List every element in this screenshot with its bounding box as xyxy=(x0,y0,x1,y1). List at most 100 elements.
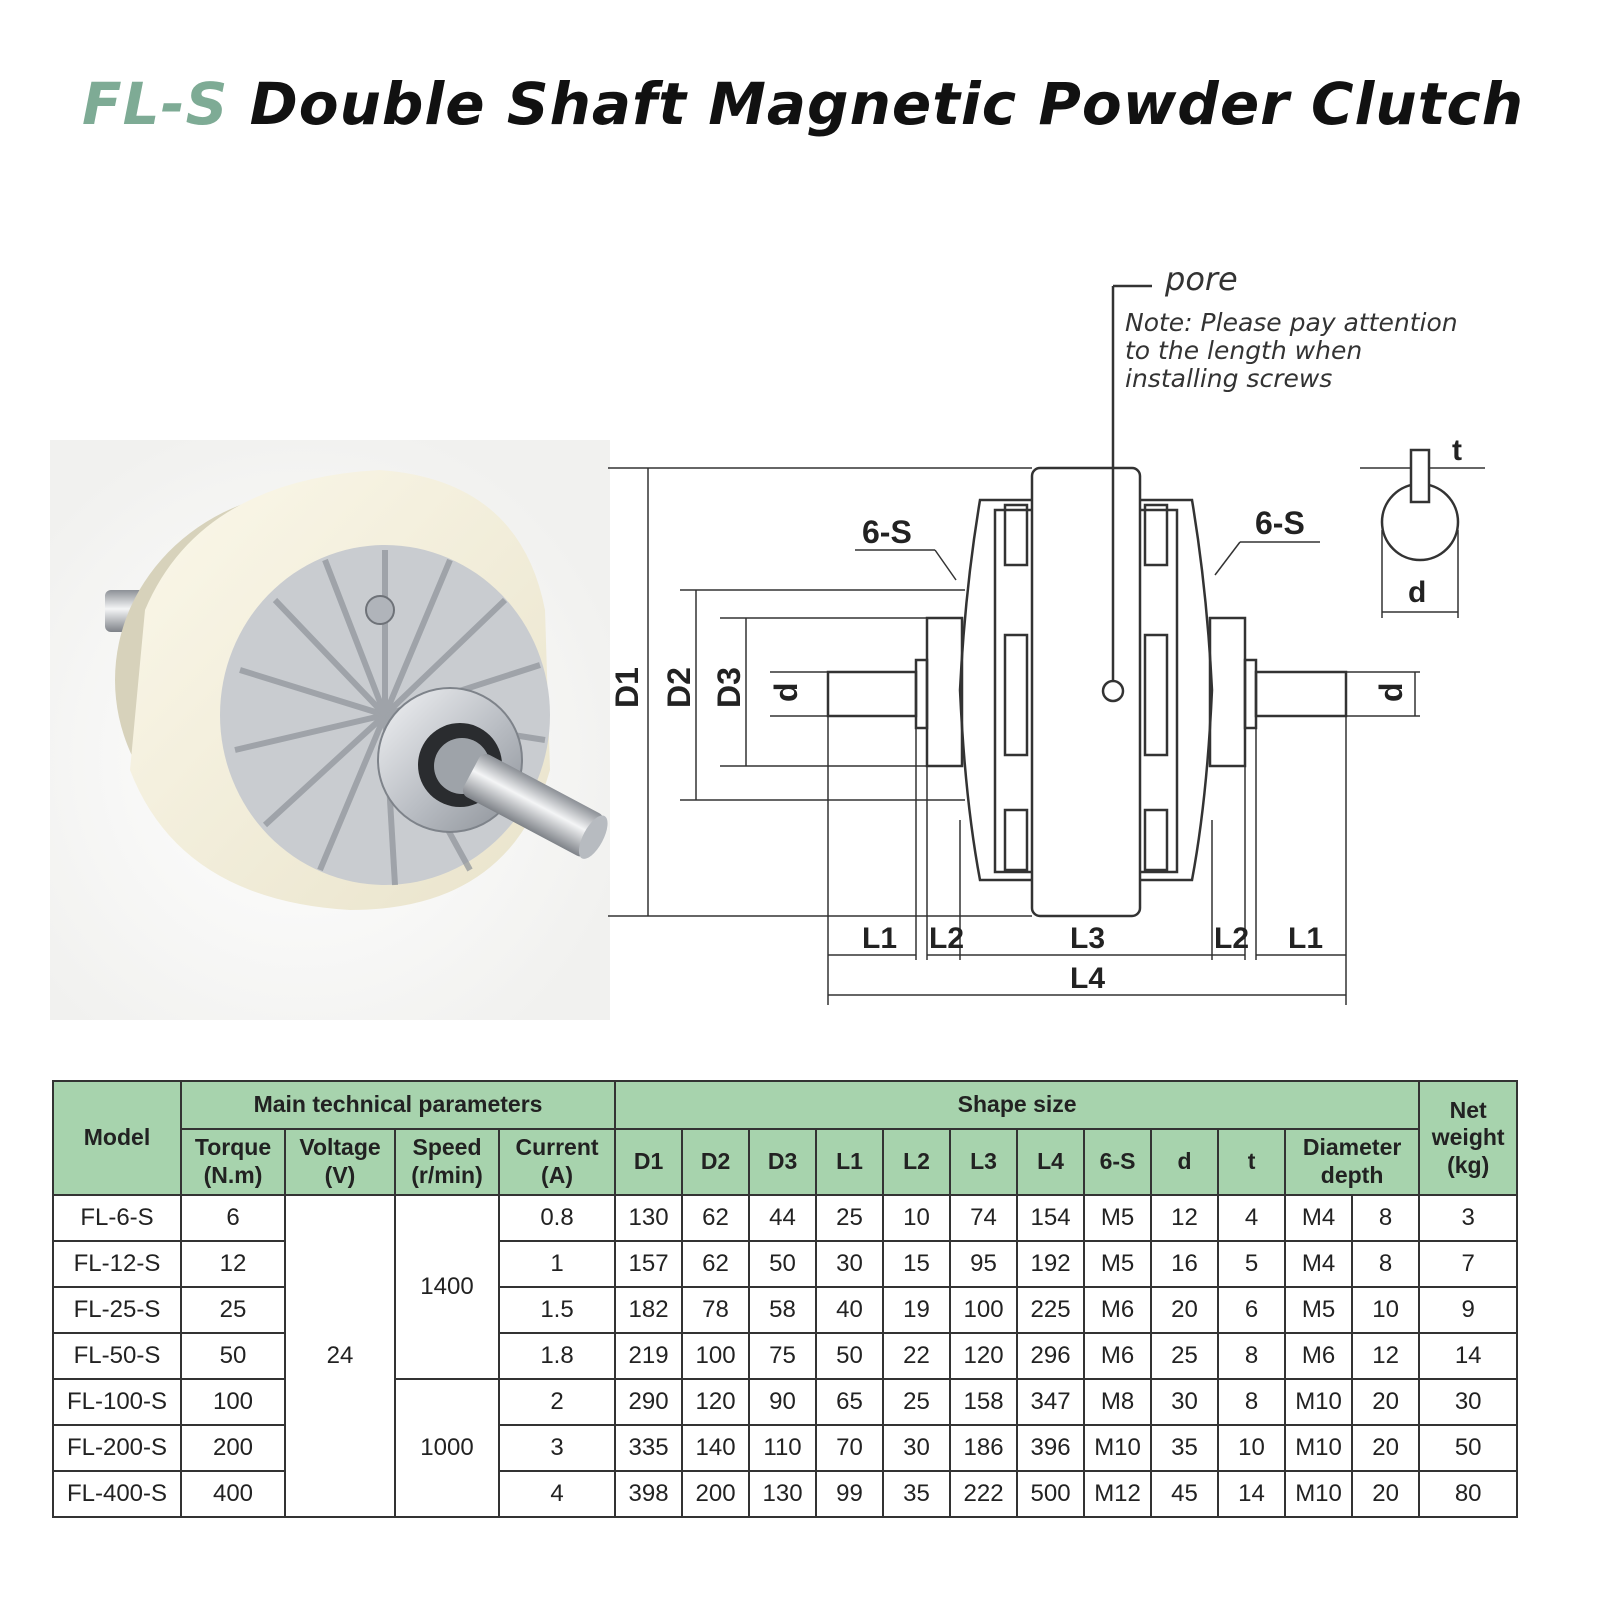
page-title: FL-S Double Shaft Magnetic Powder Clutch xyxy=(82,70,1524,138)
header-l3: L3 xyxy=(949,1128,1019,1196)
cell-torque: 100 xyxy=(180,1378,286,1426)
cell-dimension: 8 xyxy=(1217,1378,1287,1426)
cell-dimension: 74 xyxy=(949,1194,1019,1242)
cell-model: FL-12-S xyxy=(52,1240,182,1288)
cell-dimension: 222 xyxy=(949,1470,1019,1518)
header-l4: L4 xyxy=(1016,1128,1086,1196)
cell-dimension: 296 xyxy=(1016,1332,1086,1380)
cell-dimension: 70 xyxy=(815,1424,885,1472)
cell-dimension: 398 xyxy=(614,1470,684,1518)
note-line-1: Note: Please pay attention xyxy=(1125,308,1458,337)
cell-dimension: 335 xyxy=(614,1424,684,1472)
cell-dimension: 100 xyxy=(681,1332,751,1380)
cell-dimension: 50 xyxy=(748,1240,818,1288)
cell-torque: 400 xyxy=(180,1470,286,1518)
cell-dimension: 158 xyxy=(949,1378,1019,1426)
header-t: t xyxy=(1217,1128,1287,1196)
cell-model: FL-400-S xyxy=(52,1470,182,1518)
cell-depth: 10 xyxy=(1351,1286,1421,1334)
cell-dimension: 35 xyxy=(1150,1424,1220,1472)
cell-dimension: 186 xyxy=(949,1424,1019,1472)
cell-dimension: 192 xyxy=(1016,1240,1086,1288)
cell-current: 1 xyxy=(497,1240,617,1288)
label-d1: D1 xyxy=(609,667,645,708)
cell-dimension: 44 xyxy=(748,1194,818,1242)
cell-model: FL-50-S xyxy=(52,1332,182,1380)
cell-model: FL-6-S xyxy=(52,1194,182,1242)
label-l1-right: L1 xyxy=(1288,922,1323,955)
cell-dimension: 62 xyxy=(681,1194,751,1242)
cell-dimension: 219 xyxy=(614,1332,684,1380)
cell-dimension: M6 xyxy=(1083,1332,1153,1380)
cell-dimension: 6 xyxy=(1217,1286,1287,1334)
right-shaft xyxy=(1254,670,1348,718)
cell-dimension: 19 xyxy=(882,1286,952,1334)
cell-dimension: 110 xyxy=(748,1424,818,1472)
header-net-weight: Net weight (kg) xyxy=(1418,1080,1519,1196)
cell-dimension: 30 xyxy=(882,1424,952,1472)
cell-dimension: 5 xyxy=(1217,1240,1287,1288)
cell-dimension: 22 xyxy=(882,1332,952,1380)
label-key-d: d xyxy=(1408,576,1426,609)
label-l4: L4 xyxy=(1070,962,1105,995)
cell-diameter: M4 xyxy=(1284,1194,1354,1242)
cell-dimension: 65 xyxy=(815,1378,885,1426)
cell-dimension: 120 xyxy=(949,1332,1019,1380)
header-d3: D3 xyxy=(748,1128,818,1196)
cell-dimension: 10 xyxy=(882,1194,952,1242)
cell-dimension: 290 xyxy=(614,1378,684,1426)
cell-dimension: 25 xyxy=(815,1194,885,1242)
header-d: d xyxy=(1150,1128,1220,1196)
label-l1-left: L1 xyxy=(862,922,897,955)
cell-dimension: 130 xyxy=(748,1470,818,1518)
left-shaft xyxy=(826,670,918,718)
cell-dimension: M5 xyxy=(1083,1194,1153,1242)
cell-weight: 50 xyxy=(1418,1424,1519,1472)
cell-weight: 14 xyxy=(1418,1332,1519,1380)
cell-speed: 1000 xyxy=(394,1378,500,1518)
cell-dimension: 62 xyxy=(681,1240,751,1288)
cell-dimension: 347 xyxy=(1016,1378,1086,1426)
note-line-3: installing screws xyxy=(1125,364,1332,393)
key-detail xyxy=(1380,448,1460,562)
cell-dimension: 140 xyxy=(681,1424,751,1472)
cell-depth: 20 xyxy=(1351,1470,1421,1518)
cell-diameter: M4 xyxy=(1284,1240,1354,1288)
cell-dimension: M10 xyxy=(1083,1424,1153,1472)
cell-voltage: 24 xyxy=(284,1194,396,1518)
cell-diameter: M6 xyxy=(1284,1332,1354,1380)
header-speed: Speed(r/min) xyxy=(394,1128,500,1196)
header-model: Model xyxy=(52,1080,182,1196)
cell-current: 1.5 xyxy=(497,1286,617,1334)
cell-weight: 80 xyxy=(1418,1470,1519,1518)
header-current: Current(A) xyxy=(497,1128,617,1196)
header-voltage: Voltage(V) xyxy=(284,1128,396,1196)
cell-torque: 25 xyxy=(180,1286,286,1334)
label-6s-right: 6-S xyxy=(1255,505,1305,541)
title-model-prefix: FL-S xyxy=(82,70,229,138)
label-d-left: d xyxy=(768,682,804,702)
cell-dimension: 30 xyxy=(1150,1378,1220,1426)
header-main-params: Main technical parameters xyxy=(179,1080,617,1130)
header-l1: L1 xyxy=(815,1128,885,1196)
cell-dimension: 154 xyxy=(1016,1194,1086,1242)
cell-depth: 12 xyxy=(1351,1332,1421,1380)
cell-current: 2 xyxy=(497,1378,617,1426)
cell-dimension: 58 xyxy=(748,1286,818,1334)
cell-diameter: M10 xyxy=(1284,1470,1354,1518)
cell-dimension: 200 xyxy=(681,1470,751,1518)
cell-dimension: M6 xyxy=(1083,1286,1153,1334)
right-rotor xyxy=(1140,498,1214,882)
cell-current: 0.8 xyxy=(497,1194,617,1242)
pore-label: pore xyxy=(1164,260,1238,298)
spec-table: Model Main technical parameters Shape si… xyxy=(52,1080,1519,1518)
cell-current: 3 xyxy=(497,1424,617,1472)
header-d2: D2 xyxy=(681,1128,751,1196)
cell-dimension: 30 xyxy=(815,1240,885,1288)
title-text: Double Shaft Magnetic Powder Clutch xyxy=(228,70,1525,138)
